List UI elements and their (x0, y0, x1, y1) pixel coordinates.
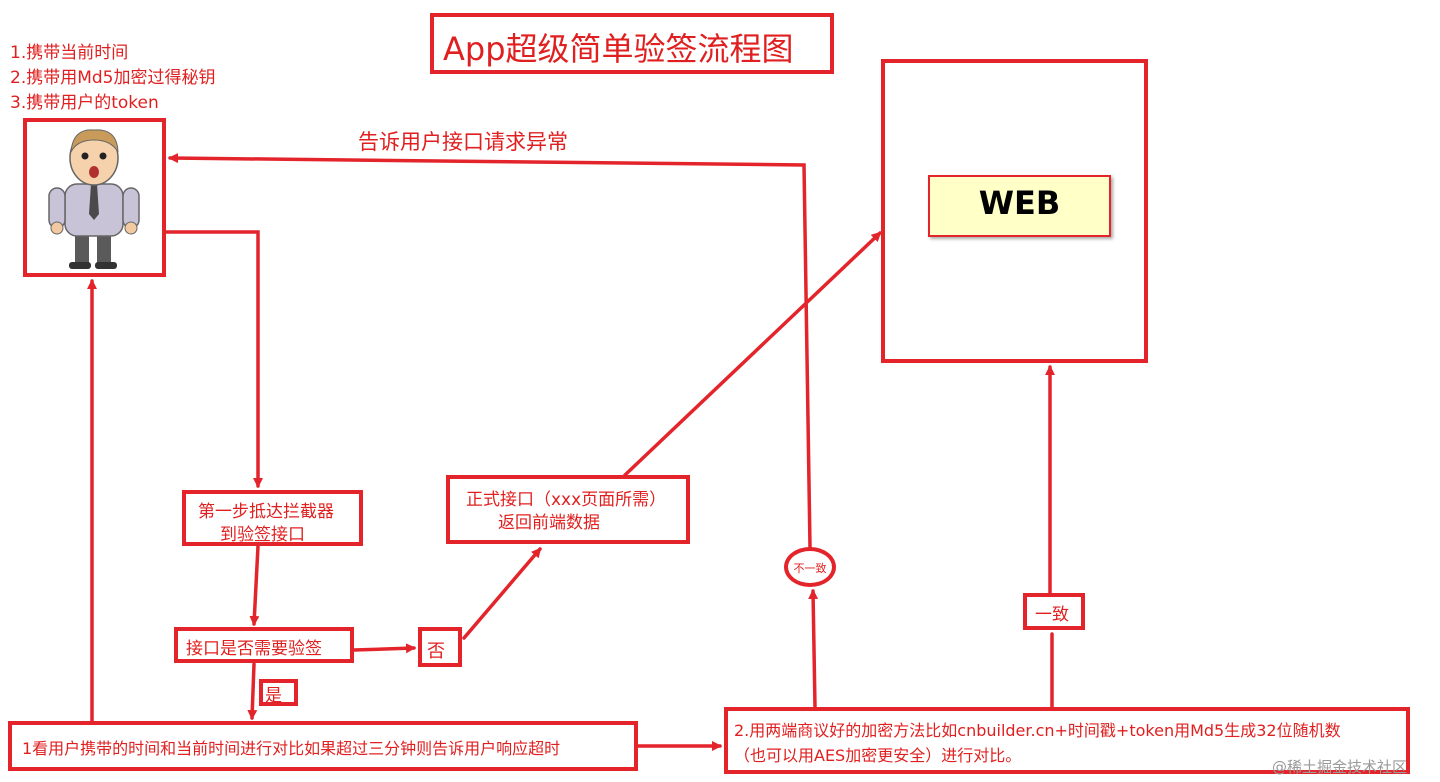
md5-check-line2: （也可以用AES加密更安全）进行对比。 (734, 746, 1022, 765)
step1-line2: 到验签接口 (220, 525, 305, 545)
user-avatar-icon (48, 129, 140, 269)
yes-label: 是 (265, 686, 282, 706)
formal-api-line2: 返回前端数据 (498, 513, 600, 533)
mismatch-ellipse (784, 547, 836, 587)
arrow-no-to-formal-api (462, 547, 542, 640)
user-note-3: 3.携带用户的token (10, 93, 159, 113)
time-check-box (8, 721, 638, 771)
mismatch-label: 不一致 (793, 562, 827, 575)
arrow-formal-api-to-web (623, 231, 882, 477)
arrow-md5-to-mismatch (808, 589, 819, 709)
arrow-need-sign-to-time-check (247, 662, 258, 720)
md5-check-box (724, 707, 1410, 774)
user-note-1: 1.携带当前时间 (10, 43, 129, 63)
time-check-label: 1看用户携带的时间和当前时间进行对比如果超过三分钟则告诉用户响应超时 (22, 739, 561, 758)
no-label: 否 (427, 641, 445, 662)
arrow-step1-to-need-sign (249, 544, 260, 626)
arrow-need-sign-to-no (352, 643, 416, 654)
formal-api-line1: 正式接口（xxx页面所需） (466, 490, 667, 510)
title-box (430, 13, 834, 74)
md5-check-line1: 2.用两端商议好的加密方法比如cnbuilder.cn+时间戳+token用Md… (734, 721, 1341, 740)
formal-api-box (446, 475, 690, 544)
need-sign-label: 接口是否需要验签 (186, 639, 322, 659)
yes-box (259, 679, 298, 706)
diagram-title: App超级简单验签流程图 (443, 30, 794, 68)
watermark: @稀土掘金技术社区 (1272, 758, 1408, 776)
exception-label: 告诉用户接口请求异常 (358, 130, 568, 154)
step1-line1: 第一步抵达拦截器 (198, 502, 334, 522)
need-sign-box (174, 627, 354, 663)
user-note-2: 2.携带用Md5加密过得秘钥 (10, 68, 216, 88)
arrow-mismatch-to-user (168, 153, 812, 549)
web-label: WEB (978, 184, 1061, 222)
web-label-box (928, 175, 1111, 237)
match-label: 一致 (1035, 605, 1069, 625)
no-box (418, 627, 462, 667)
user-box (23, 118, 166, 277)
arrow-user-to-step1 (164, 230, 263, 488)
step1-box (182, 490, 363, 546)
match-box (1023, 593, 1085, 630)
